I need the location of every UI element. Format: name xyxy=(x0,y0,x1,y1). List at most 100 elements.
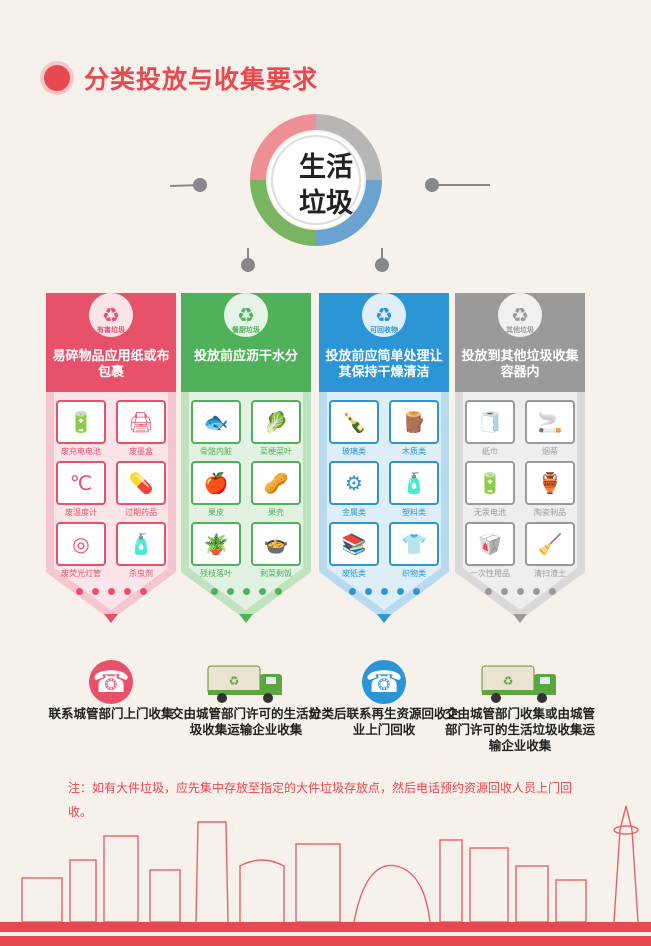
item-label: 塑料类 xyxy=(402,508,426,517)
item-label: 无汞电池 xyxy=(474,508,506,517)
item-card: 🥜果壳 xyxy=(251,461,301,518)
dot xyxy=(380,588,388,595)
item-grid: 🐟 骨骼内脏 🥬菜梗菜叶🍎果皮🥜果壳🪴 残枝落叶 🍲剩菜剩饭 xyxy=(191,400,301,579)
dot xyxy=(242,588,250,595)
item-label: 剩菜剩饭 xyxy=(260,569,292,578)
item-card: 🔋无汞电池 xyxy=(465,461,515,518)
plastic-bottle-icon: 🧴 xyxy=(389,461,439,505)
item-card: 🍎果皮 xyxy=(191,461,241,518)
item-label: 金属类 xyxy=(342,508,366,517)
dot xyxy=(274,588,282,595)
broom-icon: 🧹 xyxy=(525,522,575,566)
item-card: ⚙金属类 xyxy=(329,461,379,518)
disposable-box-icon: 🥡 xyxy=(465,522,515,566)
hub-diagram xyxy=(170,114,490,272)
phone-icon: ☎ xyxy=(362,660,406,704)
glass-bottle-icon: 🍾 xyxy=(329,400,379,444)
column-instruction: 投放前应简单处理让其保持干燥清洁 xyxy=(325,349,443,380)
vegetable-leaf-icon: 🥬 xyxy=(251,400,301,444)
category-caption: 有害垃圾 xyxy=(97,326,125,334)
dot xyxy=(210,588,218,595)
item-label: 杀虫剂 xyxy=(129,569,153,578)
item-label: 残枝落叶 xyxy=(200,569,232,578)
recycle-icon: ♻ xyxy=(362,293,406,337)
svg-text:♻: ♻ xyxy=(503,674,514,688)
item-label: 废温度计 xyxy=(65,508,97,517)
tissue-icon: 🧻 xyxy=(465,400,515,444)
thermometer-icon: ℃ xyxy=(56,461,106,505)
item-card: 🥬菜梗菜叶 xyxy=(251,400,301,457)
item-card: 🔋废充电电池 xyxy=(56,400,106,457)
dot xyxy=(396,588,404,595)
item-card: 🧻纸巾 xyxy=(465,400,515,457)
potted-plant-icon: 🪴 xyxy=(191,522,241,566)
column-header: ♻有害垃圾易碎物品应用纸或布包裹 xyxy=(46,293,176,392)
ink-cartridge-icon: 🖨 xyxy=(116,400,166,444)
item-card: 🐟 骨骼内脏 xyxy=(191,400,241,457)
connector-dot-right xyxy=(425,178,439,192)
item-label: 废充电电池 xyxy=(61,447,101,456)
collection-method: 交由城管部门收集或由城管部门许可的生活垃圾收集运输企业收集 xyxy=(445,706,596,753)
column-header: ♻餐厨垃圾投放前应沥干水分 xyxy=(181,293,311,392)
connector-dot-food xyxy=(241,258,255,272)
dot xyxy=(548,588,556,595)
dot xyxy=(123,588,131,595)
column-body: 🍾 玻璃类 🪵 木质类 ⚙金属类🧴 塑料类 📚 废纸类 👕 织物类 xyxy=(319,392,449,622)
hub-line-1: 生活 xyxy=(299,152,353,183)
dot xyxy=(364,588,372,595)
item-grid: 🧻纸巾🚬烟蒂🔋无汞电池🏺陶瓷制品🥡一次性用品🧹清扫渣土 xyxy=(465,400,575,579)
medicine-icon: 💊 xyxy=(116,461,166,505)
column-other: ♻其他垃圾投放到其他垃圾收集容器内🧻纸巾🚬烟蒂🔋无汞电池🏺陶瓷制品🥡一次性用品🧹… xyxy=(455,283,585,623)
ceramics-icon: 🏺 xyxy=(525,461,575,505)
item-card: 🍲剩菜剩饭 xyxy=(251,522,301,579)
item-card: 👕 织物类 xyxy=(389,522,439,579)
item-label: 骨骼内脏 xyxy=(200,447,232,456)
connector-dot-left xyxy=(193,178,207,192)
hub-line-2: 垃圾 xyxy=(299,188,353,219)
connector-dot-recyclable xyxy=(375,258,389,272)
other-waste-icon: ♻ xyxy=(498,293,542,337)
item-label: 织物类 xyxy=(402,569,426,578)
dot xyxy=(532,588,540,595)
clothing-icon: 👕 xyxy=(389,522,439,566)
fish-bone-icon: 🐟 xyxy=(191,400,241,444)
page-title: 分类投放与收集要求 xyxy=(84,65,319,94)
column-header: ♻其他垃圾投放到其他垃圾收集容器内 xyxy=(455,293,585,392)
item-card: 🪵 木质类 xyxy=(389,400,439,457)
dot xyxy=(258,588,266,595)
collection-method: 交由城管部门许可的生活垃圾收集运输企业收集 xyxy=(171,706,322,737)
down-arrow-icon xyxy=(239,614,253,623)
item-label: 废墨盒 xyxy=(129,447,153,456)
dot xyxy=(412,588,420,595)
item-card: 🚬烟蒂 xyxy=(525,400,575,457)
column-instruction: 易碎物品应用纸或布包裹 xyxy=(52,349,170,380)
column-food: ♻餐厨垃圾投放前应沥干水分 🐟 骨骼内脏 🥬菜梗菜叶🍎果皮🥜果壳🪴 残枝落叶 🍲剩菜剩饭 xyxy=(181,283,311,623)
dot xyxy=(348,588,356,595)
item-label: 陶瓷制品 xyxy=(534,508,566,517)
garbage-truck-icon: ♻ xyxy=(481,665,556,703)
down-arrow-icon xyxy=(377,614,391,623)
dot xyxy=(516,588,524,595)
column-instruction: 投放到其他垃圾收集容器内 xyxy=(461,349,579,380)
item-grid: 🍾 玻璃类 🪵 木质类 ⚙金属类🧴 塑料类 📚 废纸类 👕 织物类 xyxy=(329,400,439,579)
dot xyxy=(75,588,83,595)
column-body: 🐟 骨骼内脏 🥬菜梗菜叶🍎果皮🥜果壳🪴 残枝落叶 🍲剩菜剩饭 xyxy=(181,392,311,622)
decorative-dots xyxy=(319,588,449,595)
dot xyxy=(500,588,508,595)
item-card: 🪴 残枝落叶 xyxy=(191,522,241,579)
decorative-dots xyxy=(181,588,311,595)
item-label: 木质类 xyxy=(402,447,426,456)
hub-label: 生活 垃圾 xyxy=(258,150,394,222)
paper-stack-icon: 📚 xyxy=(329,522,379,566)
category-caption: 其他垃圾 xyxy=(506,326,534,334)
dot xyxy=(91,588,99,595)
item-label: 清扫渣土 xyxy=(534,569,566,578)
item-label: 废纸类 xyxy=(342,569,366,578)
down-arrow-icon xyxy=(104,614,118,623)
item-card: 🧹 清扫渣土 xyxy=(525,522,575,579)
item-label: 烟蒂 xyxy=(542,447,558,456)
wood-icon: 🪵 xyxy=(389,400,439,444)
item-label: 玻璃类 xyxy=(342,447,366,456)
